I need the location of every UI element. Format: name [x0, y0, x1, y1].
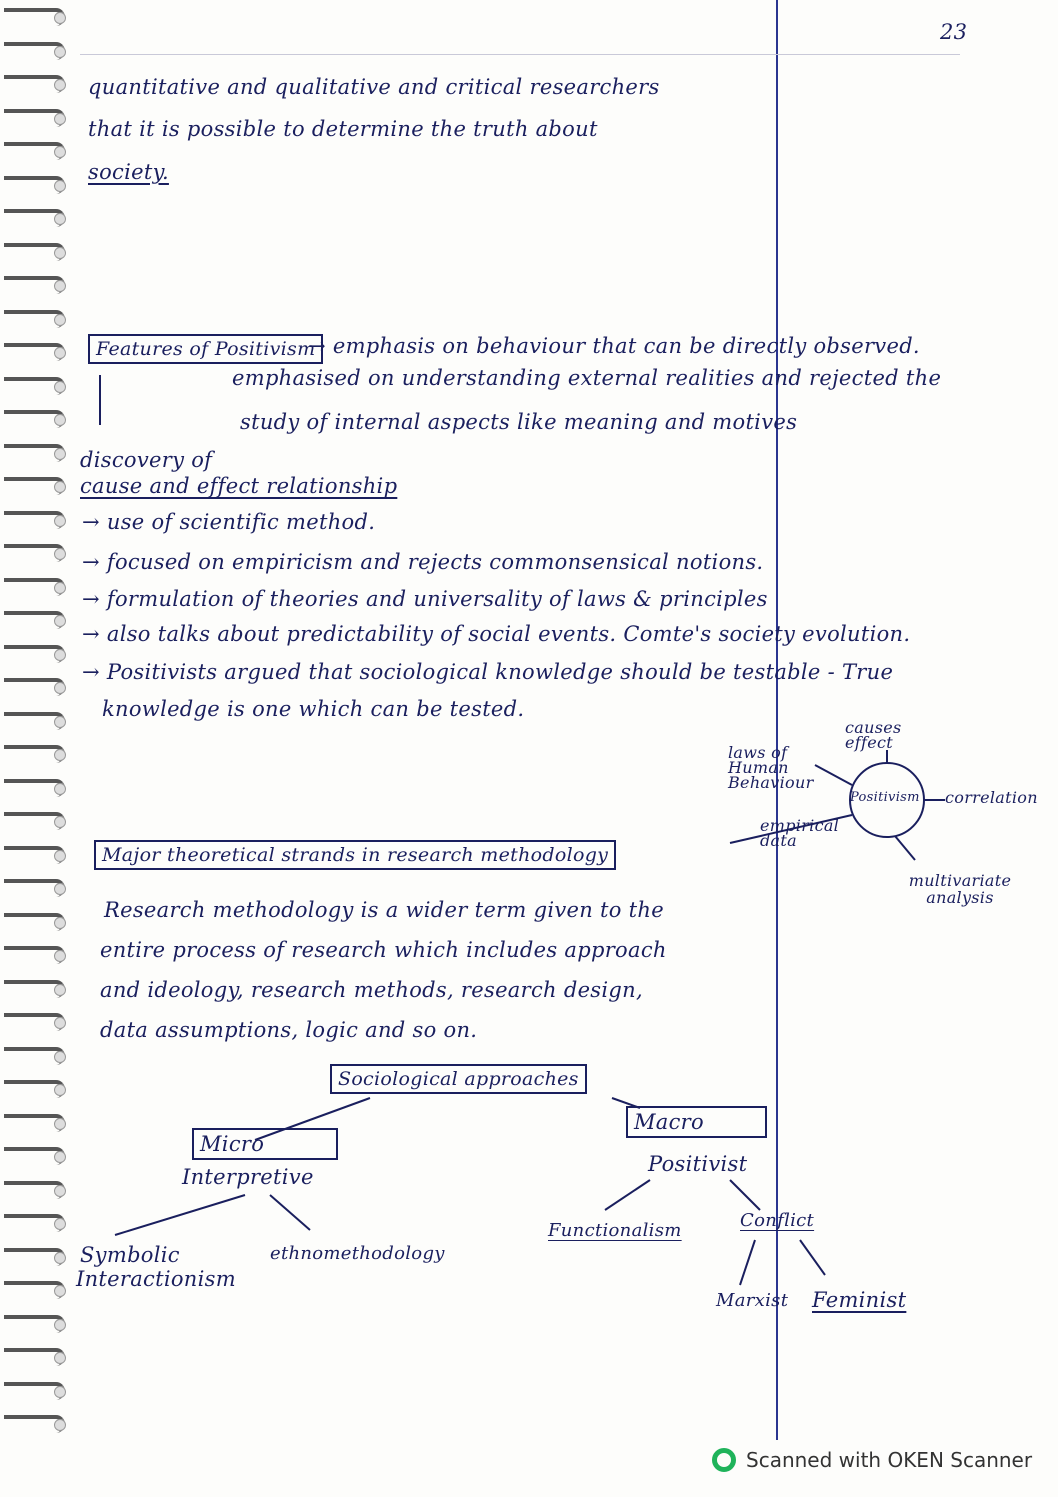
punch-hole	[54, 1184, 66, 1197]
feature-point: emphasised on understanding external rea…	[232, 366, 942, 390]
list-head: cause and effect relationship	[80, 474, 398, 498]
strands-title: Major theoretical strands in research me…	[94, 840, 617, 870]
punch-hole	[54, 1419, 66, 1431]
punch-hole	[54, 347, 66, 359]
punch-hole	[54, 112, 66, 125]
tree-interpretive: Interpretive	[182, 1165, 314, 1189]
punch-hole	[54, 648, 66, 661]
mindmap-node: multivariate analysis	[908, 871, 1012, 907]
punch-hole	[54, 514, 66, 527]
tree-conflict: Conflict	[740, 1210, 815, 1231]
punch-hole	[54, 950, 66, 962]
spiral-binding	[0, 0, 75, 1440]
punch-hole	[54, 1151, 66, 1163]
punch-hole	[54, 715, 66, 728]
punch-hole	[54, 749, 66, 761]
punch-hole	[54, 782, 66, 795]
punch-hole	[54, 146, 66, 158]
punch-hole	[54, 280, 66, 292]
punch-hole	[54, 1084, 66, 1096]
punch-hole	[54, 682, 66, 694]
intro-line: quantitative and qualitative and critica…	[88, 75, 660, 99]
strands-body: entire process of research which include…	[100, 938, 667, 962]
punch-hole	[54, 1285, 66, 1297]
tree-functionalism: Functionalism	[548, 1220, 682, 1241]
features-title: Features of Positivism	[88, 334, 324, 364]
header-rule	[80, 54, 960, 55]
strands-body: data assumptions, logic and so on.	[100, 1018, 478, 1042]
punch-hole	[54, 548, 66, 560]
punch-hole	[54, 213, 66, 225]
tree-macro: Macro	[626, 1106, 767, 1138]
feature-item: → Positivists argued that sociological k…	[82, 660, 894, 684]
strands-body: and ideology, research methods, research…	[100, 978, 643, 1002]
feature-point: study of internal aspects like meaning a…	[240, 410, 798, 434]
punch-hole	[54, 12, 66, 24]
feature-item: knowledge is one which can be tested.	[102, 697, 525, 721]
mindmap-node: laws of Human Behaviour	[728, 743, 814, 792]
scanner-logo-icon	[712, 1448, 736, 1472]
punch-hole	[54, 849, 66, 862]
scanner-watermark: Scanned with OKEN Scanner	[712, 1448, 1032, 1472]
tree-ethno: ethnomethodology	[270, 1243, 445, 1264]
tree-symbolic: Interactionism	[76, 1267, 236, 1291]
punch-hole	[54, 1251, 66, 1264]
tree-micro: Micro	[192, 1128, 338, 1160]
punch-hole	[54, 1318, 66, 1331]
punch-hole	[54, 1352, 66, 1364]
mindmap-center: Positivism	[850, 790, 920, 805]
tree-marxist: Marxist	[716, 1290, 789, 1311]
mindmap-node: empirical data	[760, 816, 840, 850]
scanner-text: Scanned with OKEN Scanner	[746, 1448, 1033, 1472]
punch-hole	[54, 983, 66, 996]
feature-item: → formulation of theories and universali…	[82, 587, 768, 611]
intro-line: that it is possible to determine the tru…	[88, 117, 598, 141]
punch-hole	[54, 45, 66, 58]
punch-hole	[54, 79, 66, 91]
tree-symbolic: Symbolic	[80, 1243, 180, 1267]
punch-hole	[54, 1017, 66, 1029]
punch-hole	[54, 179, 66, 192]
tree-positivist: Positivist	[648, 1152, 748, 1176]
punch-hole	[54, 1218, 66, 1230]
punch-hole	[54, 883, 66, 895]
punch-hole	[54, 414, 66, 426]
tree-root: Sociological approaches	[330, 1064, 587, 1094]
mindmap-node: correlation	[945, 788, 1038, 807]
punch-hole	[54, 1117, 66, 1130]
punch-hole	[54, 581, 66, 594]
punch-hole	[54, 615, 66, 627]
punch-hole	[54, 380, 66, 393]
feature-point: → emphasis on behaviour that can be dire…	[308, 334, 920, 358]
list-head: discovery of	[80, 448, 213, 472]
punch-hole	[54, 313, 66, 326]
feature-item: → also talks about predictability of soc…	[82, 622, 911, 646]
punch-hole	[54, 816, 66, 828]
punch-hole	[54, 481, 66, 493]
punch-hole	[54, 246, 66, 259]
margin-line	[776, 0, 778, 1440]
punch-hole	[54, 447, 66, 460]
punch-hole	[54, 916, 66, 929]
tree-feminist: Feminist	[812, 1288, 907, 1312]
feature-item: → focused on empiricism and rejects comm…	[82, 550, 764, 574]
punch-hole	[54, 1050, 66, 1063]
punch-hole	[54, 1385, 66, 1398]
page-number: 23	[940, 20, 968, 44]
feature-item: → use of scientific method.	[82, 510, 376, 534]
mindmap-node: causes effect	[845, 718, 902, 752]
strands-body: Research methodology is a wider term giv…	[104, 898, 664, 922]
intro-line: society.	[88, 160, 169, 184]
